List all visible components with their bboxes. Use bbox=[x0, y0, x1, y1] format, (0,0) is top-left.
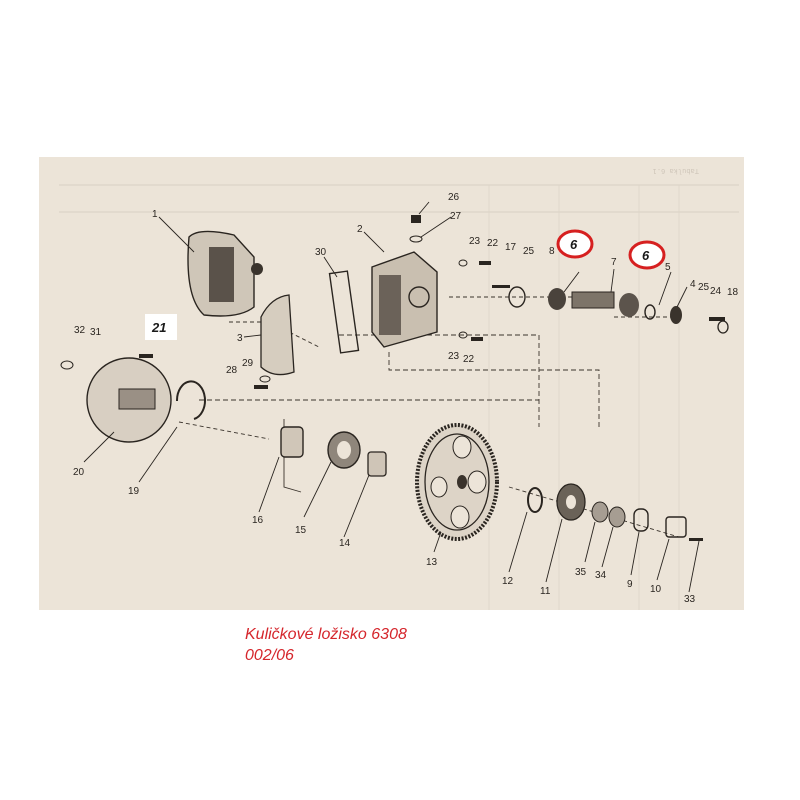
highlight-box: 21 bbox=[145, 314, 177, 340]
part-gearbox bbox=[371, 251, 438, 348]
highlight-marker: 6 bbox=[628, 240, 666, 270]
part-label: 17 bbox=[505, 242, 517, 253]
part-label: 28 bbox=[226, 365, 238, 376]
part-label: 13 bbox=[426, 557, 438, 568]
label-leaders bbox=[83, 201, 700, 593]
part-large-gear bbox=[415, 423, 499, 541]
part-label: 11 bbox=[540, 586, 551, 597]
part-label: 27 bbox=[450, 211, 462, 222]
part-label: 16 bbox=[252, 515, 264, 526]
part-label: 12 bbox=[502, 576, 514, 587]
part-label: 35 bbox=[575, 567, 587, 578]
part-label: 30 bbox=[315, 247, 327, 258]
part-label: 10 bbox=[650, 584, 662, 595]
part-circlip bbox=[175, 380, 206, 420]
part-label: 31 bbox=[90, 327, 102, 338]
part-gasket bbox=[328, 270, 360, 354]
part-label: 24 bbox=[710, 286, 722, 297]
part-pinion-shaft bbox=[508, 286, 682, 324]
parts-diagram-sheet: Tabulka 6.1 bbox=[39, 157, 744, 610]
part-label: 23 bbox=[469, 236, 481, 247]
part-label: 23 bbox=[448, 351, 460, 362]
highlight-marker: 6 bbox=[556, 229, 594, 259]
part-bearings-left bbox=[280, 426, 387, 477]
part-label: 15 bbox=[295, 525, 307, 536]
part-label: 32 bbox=[74, 325, 86, 336]
part-label: 19 bbox=[128, 486, 140, 497]
part-label: 2 bbox=[357, 224, 363, 235]
part-label: 29 bbox=[242, 358, 254, 369]
part-label: 1 bbox=[152, 209, 158, 220]
small-fasteners bbox=[60, 215, 729, 389]
caption-part-code: 002/06 bbox=[245, 647, 294, 664]
part-bearings-right bbox=[527, 483, 703, 541]
background-table: Tabulka 6.1 bbox=[59, 167, 739, 610]
part-label: 7 bbox=[611, 257, 617, 268]
part-cover bbox=[260, 294, 295, 376]
part-label: 3 bbox=[237, 333, 243, 344]
part-flange bbox=[86, 357, 172, 443]
part-label: 18 bbox=[727, 287, 739, 298]
part-label: 25 bbox=[523, 246, 535, 257]
part-label: 22 bbox=[463, 354, 475, 365]
caption-part-name: Kuličkové ložisko 6308 bbox=[245, 626, 407, 643]
highlight-label: 6 bbox=[570, 237, 578, 252]
highlight-label: 21 bbox=[151, 320, 166, 335]
part-label: 33 bbox=[684, 594, 696, 605]
part-label: 26 bbox=[448, 192, 460, 203]
part-label: 14 bbox=[339, 538, 351, 549]
part-labels: 1 2 3 4 5 7 8 9 10 11 12 13 14 15 16 17 … bbox=[73, 192, 739, 605]
part-label: 22 bbox=[487, 238, 499, 249]
part-label: 4 bbox=[690, 279, 696, 290]
caption: Kuličkové ložisko 6308 002/06 bbox=[245, 624, 407, 666]
part-label: 9 bbox=[627, 579, 633, 590]
part-label: 34 bbox=[595, 570, 607, 581]
part-label: 8 bbox=[549, 246, 555, 257]
part-housing-left bbox=[187, 230, 263, 317]
part-label: 5 bbox=[665, 262, 671, 273]
part-label: 25 bbox=[698, 282, 710, 293]
exploded-parts-diagram: Tabulka 6.1 bbox=[59, 167, 739, 610]
header-text: Tabulka 6.1 bbox=[653, 167, 699, 175]
part-label: 20 bbox=[73, 467, 85, 478]
highlight-label: 6 bbox=[642, 248, 650, 263]
